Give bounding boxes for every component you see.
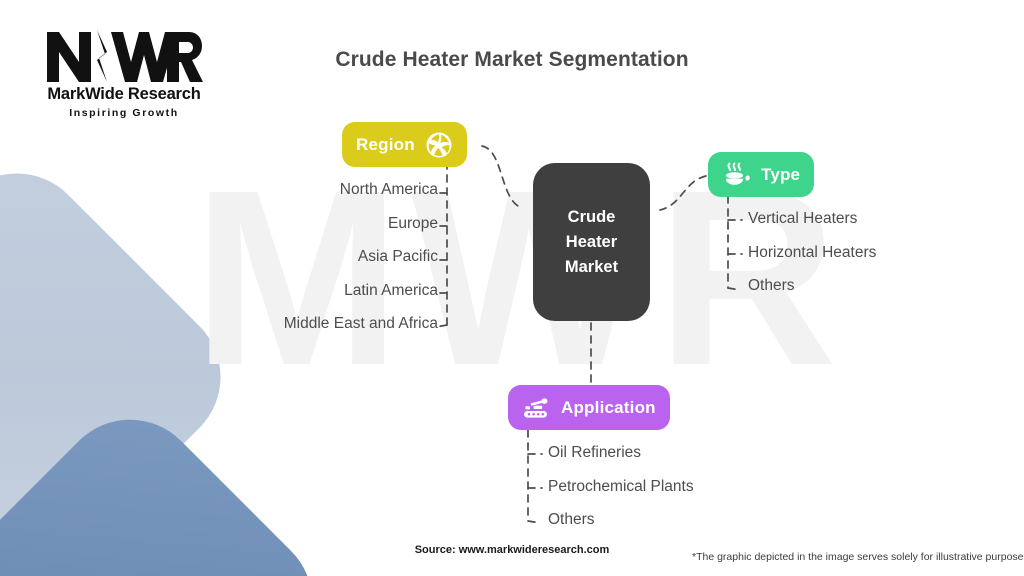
mwr-monogram-icon (47, 30, 203, 82)
connector-type-to-center (659, 175, 707, 211)
branch-items-type: Vertical Heaters Horizontal Heaters Othe… (748, 211, 876, 312)
list-item: Oil Refineries (548, 444, 642, 461)
list-item: Latin America (344, 281, 438, 299)
tick-type-2 (727, 287, 741, 291)
page-title: Crude Heater Market Segmentation (335, 48, 689, 71)
list-item: Asia Pacific (357, 248, 438, 265)
connector-region-to-center (481, 145, 524, 209)
central-node: Crude Heater Market (533, 163, 650, 321)
brand-logo: MarkWide Research Inspiring Growth (24, 28, 224, 119)
central-node-label-line-1: Crude (567, 207, 616, 226)
source-note: Source: www.markwideresearch.com (414, 544, 610, 556)
brand-tagline: Inspiring Growth (69, 107, 179, 119)
list-item: Petrochemical Plants (548, 477, 694, 495)
central-node-label-line-2: Heater (565, 232, 618, 251)
tick-application-2 (527, 520, 541, 524)
list-item: North America (339, 181, 438, 198)
hot-spring-heater-icon (722, 161, 752, 189)
conveyor-factory-icon (522, 394, 552, 422)
disclaimer-note: *The graphic depicted in the image serve… (692, 551, 1024, 563)
list-item: Others (748, 277, 795, 294)
list-item: Others (548, 511, 595, 528)
list-item: Middle East and Africa (283, 315, 438, 332)
branch-badge-type[interactable]: Type (708, 152, 815, 197)
central-node-label-line-3: Market (564, 257, 619, 276)
list-item: Horizontal Heaters (748, 243, 877, 261)
tick-region-4 (435, 324, 448, 328)
globe-icon (425, 131, 453, 159)
branch-items-application: Oil Refineries Petrochemical Plants Othe… (548, 445, 694, 546)
list-item: Vertical Heaters (748, 210, 858, 227)
list-item: Europe (388, 214, 438, 232)
brand-name: MarkWide Research (47, 85, 201, 103)
branch-badge-type-label: Type (761, 164, 801, 184)
branch-badge-application[interactable]: Application (508, 385, 670, 430)
branch-items-region: North America Europe Asia Pacific Latin … (120, 182, 440, 350)
branch-badge-application-label: Application (561, 397, 656, 417)
central-node-label: Crude Heater Market (565, 205, 618, 280)
branch-badge-region[interactable]: Region (342, 122, 467, 167)
branch-badge-region-label: Region (356, 134, 415, 154)
